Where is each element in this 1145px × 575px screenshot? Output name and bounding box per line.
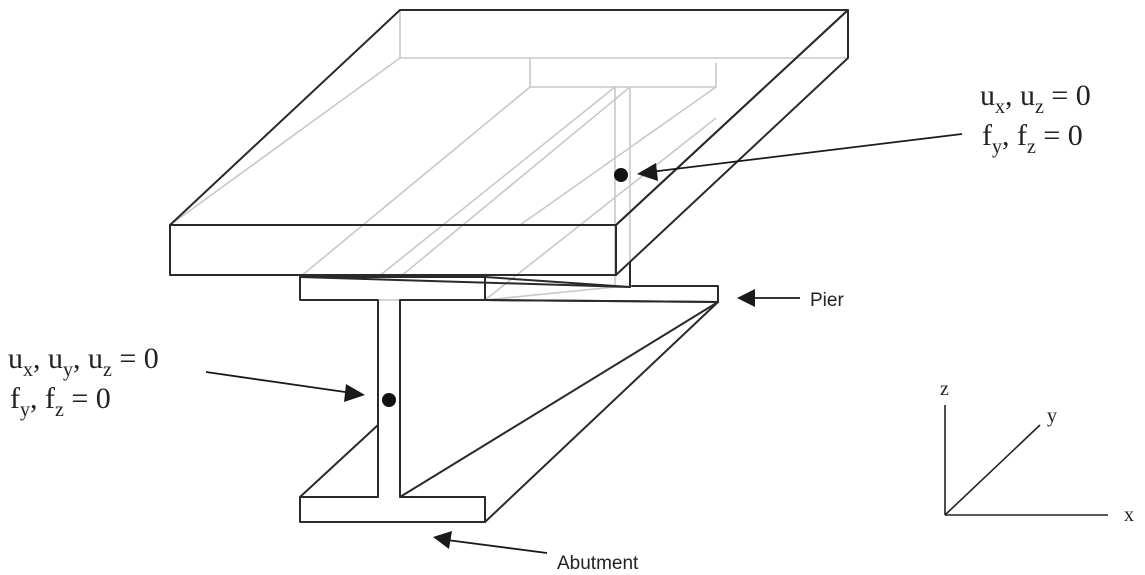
pier-label-arrow — [737, 289, 800, 307]
pier-constraint-point — [614, 168, 628, 182]
hidden-edges — [169, 10, 848, 301]
pier-flange-hidden — [300, 286, 630, 301]
girder-web-diag-1 — [377, 86, 616, 278]
bottom-flange-right-diag — [484, 301, 719, 523]
bottom-flange-top-diag — [299, 424, 379, 498]
pier-constraint-arrow — [637, 133, 963, 181]
abutment-label: Abutment — [557, 553, 639, 574]
abutment-constraint-arrow — [205, 371, 365, 402]
deck-back-left-hidden — [399, 10, 848, 59]
deck-back-bottom-diagonal — [169, 57, 401, 226]
upper-girder-flange-diag — [299, 86, 531, 278]
y-axis-label: y — [1047, 405, 1057, 427]
coordinate-axes: z y x — [940, 378, 1134, 526]
girder-web-diag-2 — [399, 86, 631, 278]
deck-top-face — [169, 9, 849, 226]
top-flange-top-face — [299, 276, 631, 288]
i-beam-girder — [299, 261, 719, 523]
pier-label: Pier — [810, 290, 844, 311]
abutment-constraint-line2: fy, fz = 0 — [10, 382, 111, 421]
pier-constraint-line2: fy, fz = 0 — [982, 119, 1083, 158]
z-axis-label: z — [940, 378, 949, 400]
x-axis-label: x — [1124, 504, 1134, 526]
top-flange-right-diag — [484, 299, 719, 303]
deck-right-face — [615, 9, 849, 276]
y-axis — [944, 424, 1041, 516]
abutment-constraint-point — [382, 393, 396, 407]
deck-slab — [169, 9, 849, 276]
pier-constraint-line1: ux, uz = 0 — [980, 79, 1091, 118]
upper-girder-flange-hidden — [529, 58, 717, 88]
top-flange-diag — [484, 117, 717, 301]
deck-inner-diag — [519, 86, 717, 226]
abutment-constraint-line1: ux, uy, uz = 0 — [8, 342, 159, 381]
abutment-label-arrow — [433, 531, 548, 554]
web-right-diag — [399, 301, 719, 498]
